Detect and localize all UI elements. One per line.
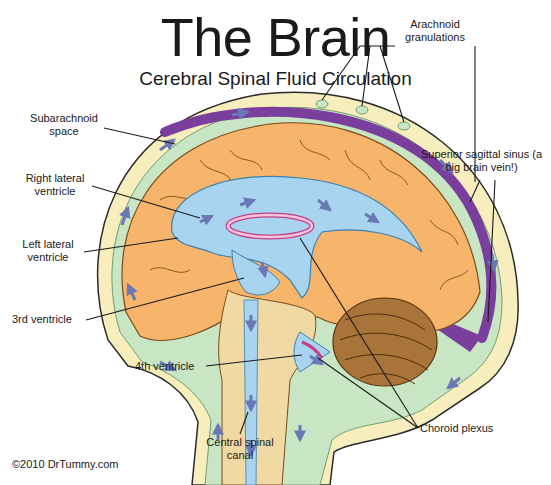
copyright-note: ©2010 DrTummy.com <box>12 458 172 471</box>
third-ventricle <box>232 250 280 295</box>
part-label: Subarachnoid space <box>22 112 106 137</box>
choroid-plexus-core <box>228 215 312 237</box>
leader-lines <box>84 46 495 434</box>
choroid-plexus <box>228 215 312 237</box>
cerebellum <box>333 298 437 386</box>
fourth-ventricle <box>294 332 330 372</box>
part-label: Arachnoid granulations <box>388 18 482 43</box>
lateral-ventricle <box>172 176 422 298</box>
granulations <box>316 100 410 130</box>
flow-arrows <box>122 112 494 455</box>
part-label: Right lateral ventricle <box>16 172 94 197</box>
diagram-title: The Brain <box>0 6 551 68</box>
part-label: 3rd ventricle <box>12 313 92 326</box>
part-label: Left lateral ventricle <box>10 238 86 263</box>
part-label: Choroid plexus <box>420 422 520 435</box>
part-label: Central spinal canal <box>200 436 280 461</box>
part-label: 4th ventricle <box>135 360 215 373</box>
part-label: Superior sagittal sinus (a big brain vei… <box>414 148 549 173</box>
diagram-subtitle: Cerebral Spinal Fluid Circulation <box>0 68 551 90</box>
